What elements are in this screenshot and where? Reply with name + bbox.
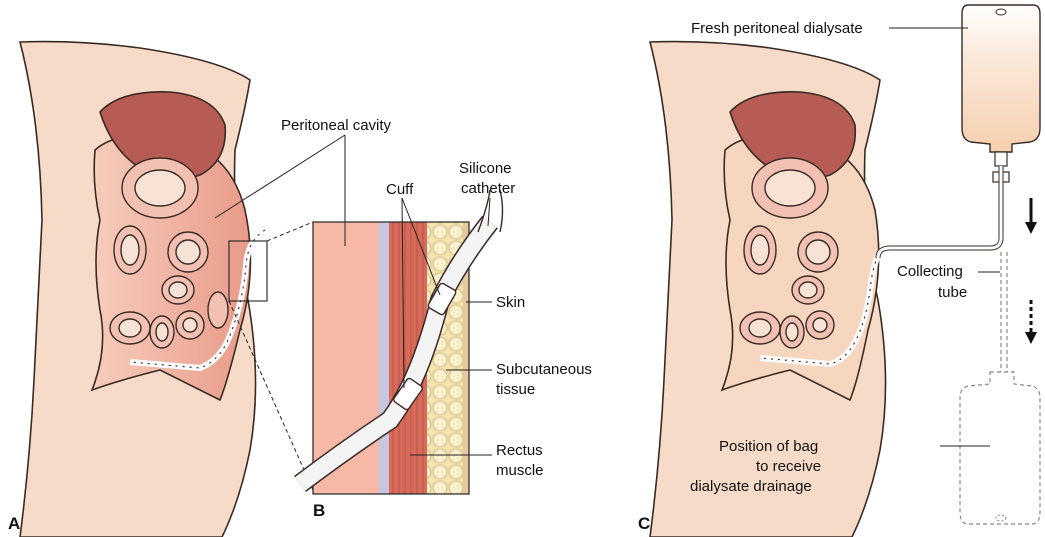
panel-b-letter: B: [313, 501, 325, 520]
bag-hang-hole-top: [995, 8, 1007, 16]
cuff-leader-1: [401, 197, 441, 296]
liver-a: [99, 91, 227, 180]
skin-label: Skin: [496, 294, 525, 311]
skin-layer: [463, 222, 469, 494]
fresh-dialysate-label: Fresh peritoneal dialysate: [691, 20, 863, 37]
collecting-tube-label-line1: Collecting: [897, 263, 963, 280]
liver-c: [729, 91, 857, 180]
cuff-deep: [393, 377, 423, 411]
drain-bag-label-line2: to receive: [756, 458, 821, 475]
fascia-layer: [379, 222, 389, 494]
catheter-end-b: [477, 189, 491, 233]
inset-lead-top: [266, 221, 314, 242]
cuff-label: Cuff: [386, 181, 414, 198]
drain-bag-label-line3: dialysate drainage: [690, 478, 812, 495]
peritoneal-cavity-leader-a: [214, 134, 346, 219]
silicone-catheter-label-line2: catheter: [461, 180, 515, 197]
silicone-catheter-label-line1: Silicone: [459, 160, 512, 177]
detail-inset-box: [228, 240, 268, 302]
drainage-bag-position: [959, 371, 1041, 525]
drain-bag-label-line1: Position of bag: [719, 438, 818, 455]
silicone-catheter-leader: [487, 197, 491, 227]
fresh-dialysate-bag: [961, 4, 1041, 153]
subcutaneous-label-line1: Subcutaneous: [496, 361, 592, 378]
catheter-c: [759, 253, 881, 368]
bag-port: [994, 151, 1008, 167]
subcutaneous-label-line2: tissue: [496, 381, 535, 398]
cuff-superficial: [427, 282, 457, 316]
dashed-arrow-down-icon: [1025, 300, 1037, 344]
arrow-down-icon: [1025, 198, 1037, 234]
panel-c-letter: C: [638, 514, 650, 533]
peritoneal-cavity-label: Peritoneal cavity: [281, 117, 392, 134]
panel-b: Peritoneal cavity Cuff Silicone catheter…: [281, 117, 592, 520]
intestine-loops-a: [109, 157, 229, 349]
panel-a-letter: A: [8, 514, 20, 533]
panel-a: A: [8, 40, 346, 537]
rectus-muscle-label-line2: muscle: [496, 462, 544, 479]
intestine-loops-c: [739, 157, 839, 349]
collecting-tube-label-line2: tube: [938, 284, 967, 301]
panel-c: Fresh peritoneal dialysate Collecting tu…: [638, 4, 1041, 537]
tissue-block-outline: [312, 221, 470, 495]
inflow-tubing: [875, 166, 1004, 259]
cuff-leader-2: [401, 197, 405, 389]
rectus-muscle-label-line1: Rectus: [496, 442, 543, 459]
